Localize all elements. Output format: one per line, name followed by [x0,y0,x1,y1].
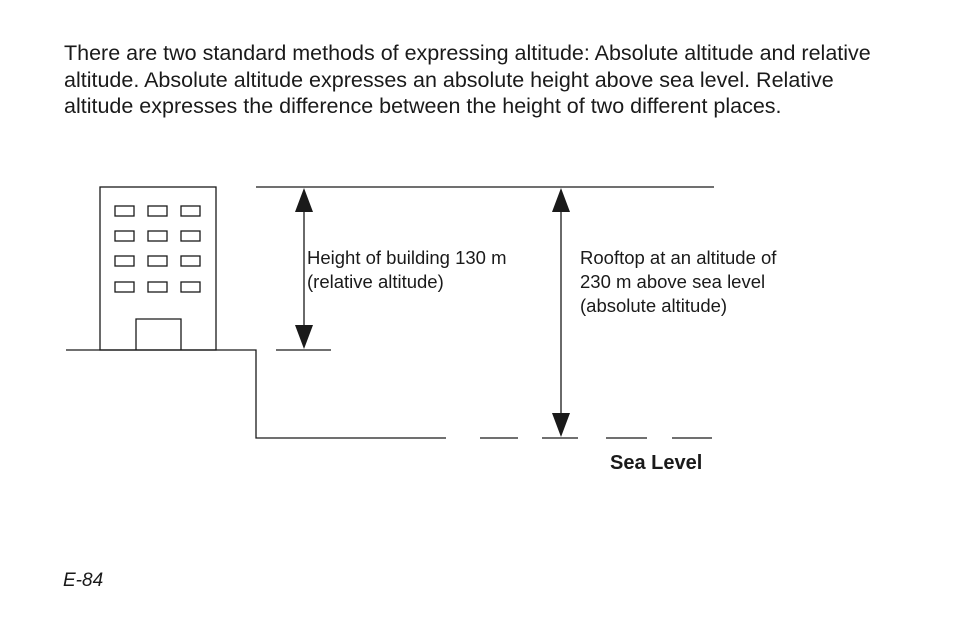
page-number: E-84 [63,570,104,591]
sea-level-label: Sea Level [610,452,702,474]
arrow-down-icon [552,413,570,437]
building-windows [114,205,201,293]
relative-label-line2: (relative altitude) [307,271,444,292]
building [99,186,217,351]
arrow-down-icon [295,325,313,349]
relative-label-line1: Height of building 130 m [307,247,507,268]
absolute-altitude-arrow [552,188,570,437]
arrow-up-icon [295,188,313,212]
ground-line [66,349,446,439]
building-door [135,318,182,350]
absolute-label-line1: Rooftop at an altitude of [580,247,777,268]
absolute-altitude-label: Rooftop at an altitude of 230 m above se… [580,247,777,316]
absolute-label-line2: 230 m above sea level [580,271,765,292]
relative-altitude-arrow [295,188,313,349]
relative-altitude-label: Height of building 130 m (relative altit… [307,247,507,292]
building-outline [99,186,217,351]
intro-paragraph: There are two standard methods of expres… [64,41,871,118]
arrow-up-icon [552,188,570,212]
absolute-label-line3: (absolute altitude) [580,295,727,316]
